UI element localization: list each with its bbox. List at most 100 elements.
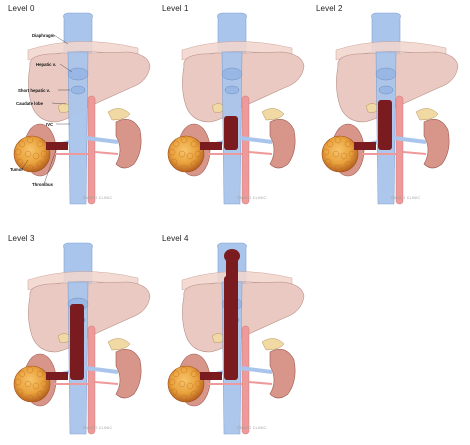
tumor-lobule [344,140,352,148]
tumor-lobule [190,390,198,398]
watermark: ©MAYO CLINIC [237,426,267,430]
anatomy-illustration-level-0 [13,12,151,205]
tumor-lobule [26,394,34,402]
tumor-thrombus [46,304,84,380]
watermark: ©MAYO CLINIC [83,426,113,430]
tumor-lobule [194,150,202,158]
callout-line [21,159,29,170]
anatomy-illustration-level-3 [13,242,151,435]
left-kidney [423,119,450,169]
label-caudate-lobe: Caudate lobe [16,101,43,106]
watermark: ©MAYO CLINIC [237,196,267,200]
tumor-lobule [178,150,186,158]
label-thrombus: Thrombus [32,182,54,187]
tumor-lobule [194,380,202,388]
label-ivc: IVC [46,122,54,127]
panel-level-4: Level 4 ©MAYO CLINIC [162,234,312,439]
tumor-lobule [40,150,48,158]
tumor-lobule [36,140,44,148]
renal-tumor [13,365,51,403]
anatomy-illustration-level-4 [167,242,305,435]
label-tumor: Tumor [10,167,24,172]
left-kidney [269,349,296,399]
aorta [241,325,250,435]
hepatic-veins [221,67,243,81]
tumor-mass [167,365,205,403]
tumor-lobule [168,378,176,386]
thrombus-ivc-segment [224,116,238,150]
renal-tumor [13,135,51,173]
thrombus-suprahepatic-segment [226,256,238,280]
tumor-lobule [180,164,188,172]
left-adrenal-gland [107,338,131,351]
tumor-lobule [326,140,334,148]
tumor-lobule [190,160,198,168]
panel-level-1: Level 1 ©MAYO CLINIC [162,4,312,209]
tumor-thrombus [46,142,68,150]
left-adrenal-gland [415,108,439,121]
left-renal-vein [85,136,119,144]
tumor-mass [321,135,359,173]
hepatic-veins [67,67,89,81]
tumor-lobule [180,136,188,144]
anatomy-illustration-level-2 [321,12,459,205]
tumor-lobule [172,140,180,148]
tumor-lobule [36,370,44,378]
callout-line [59,63,73,73]
tumor-lobule [178,380,186,388]
tumor-lobule [170,388,178,396]
level-title: Level 2 [316,4,343,13]
tumor-lobule [24,150,32,158]
tumor-lobule [170,158,178,166]
short-hepatic-veins [70,85,86,95]
tumor-lobule [18,140,26,148]
renal-tumor [167,135,205,173]
tumor-lobule [32,152,40,160]
tumor-lobule [40,380,48,388]
tumor-thrombus [354,100,392,150]
left-adrenal-gland [261,108,285,121]
level-title: Level 3 [8,234,35,243]
left-renal-artery [94,381,119,385]
short-hepatic-veins [378,85,394,95]
left-renal-artery [248,151,273,155]
hepatic-veins [375,67,397,81]
left-renal-vein [85,366,119,374]
tumor-lobule [334,164,342,172]
left-kidney [115,119,142,169]
panel-level-2: Level 2 ©MAYO CLINIC [316,4,466,209]
level-title: Level 1 [162,4,189,13]
tumor-lobule [26,366,34,374]
tumor-mass [13,365,51,403]
label-hepatic-vein: Hepatic v. [36,62,56,67]
tumor-lobule [36,390,44,398]
left-adrenal-gland [107,108,131,121]
anatomy-illustration-level-1 [167,12,305,205]
label-diaphragm: Diaphragm [32,33,55,38]
left-renal-vein [239,366,273,374]
tumor-lobule [186,382,194,390]
left-renal-vein [239,136,273,144]
left-adrenal-gland [261,338,285,351]
left-renal-artery [94,151,119,155]
tumor-lobule [14,378,22,386]
level-title: Level 4 [162,234,189,243]
tumor-thrombus [200,249,240,380]
aorta [241,95,250,205]
tumor-lobule [24,380,32,388]
tumor-lobule [26,164,34,172]
tumor-lobule [36,160,44,168]
panel-level-0: Level 0 Diaphragm Hepatic v. Short hepat… [8,4,158,209]
tumor-mass [167,135,205,173]
tumor-lobule [190,370,198,378]
tumor-lobule [322,148,330,156]
level-title: Level 0 [8,4,35,13]
thrombus-renal-segment [200,372,222,380]
renal-tumor [167,365,205,403]
left-kidney [269,119,296,169]
tumor-lobule [32,382,40,390]
watermark: ©MAYO CLINIC [391,196,421,200]
thrombus-renal-segment [354,142,376,150]
left-renal-artery [248,381,273,385]
left-renal-vein [393,136,427,144]
